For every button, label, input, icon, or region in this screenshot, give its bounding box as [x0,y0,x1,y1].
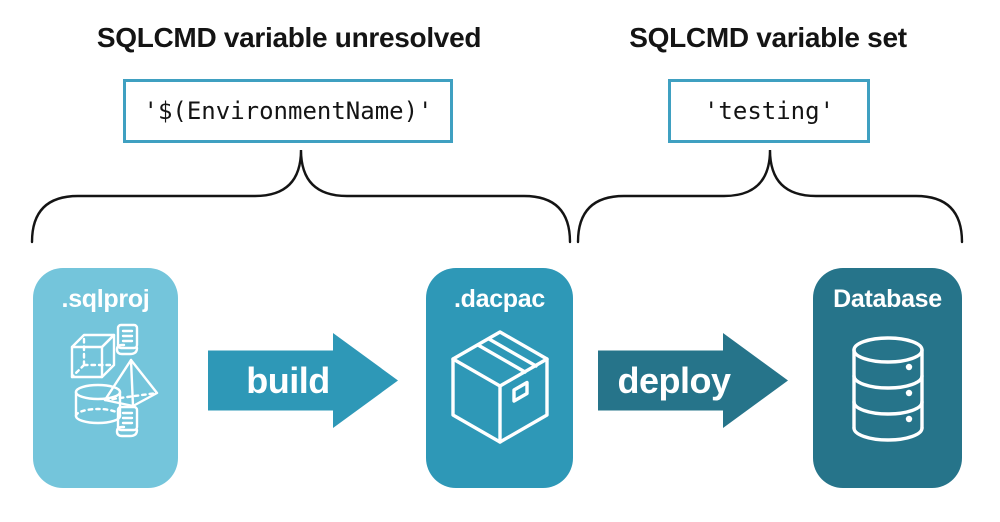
deploy-arrow: deploy [598,333,788,428]
package-box-icon [450,330,549,444]
cylinder-icon [74,383,121,425]
script-scroll-icon [115,323,138,356]
cube-icon [70,333,115,379]
node-sqlproj-label: .sqlproj [61,285,150,313]
build-arrow: build [208,333,398,428]
script-scroll-icon [115,405,138,438]
arrow-right-icon [598,333,788,428]
right-brace [576,149,964,244]
deploy-arrow-label: deploy [617,359,731,401]
heading-sqlcmd-unresolved: SQLCMD variable unresolved [96,22,482,53]
code-box-testing-value: 'testing' [668,79,870,143]
node-dacpac-label: .dacpac [453,285,545,313]
code-box-environment-variable: '$(EnvironmentName)' [123,79,453,143]
left-brace [30,149,572,244]
sql-objects-icon [70,323,158,438]
node-database: Database [813,268,962,488]
node-database-label: Database [833,285,942,313]
heading-sqlcmd-set: SQLCMD variable set [629,22,907,53]
build-arrow-label: build [246,359,330,401]
arrow-right-icon [208,333,398,428]
node-sqlproj: .sqlproj [33,268,178,488]
database-cylinder-icon [851,336,924,442]
node-dacpac: .dacpac [426,268,573,488]
